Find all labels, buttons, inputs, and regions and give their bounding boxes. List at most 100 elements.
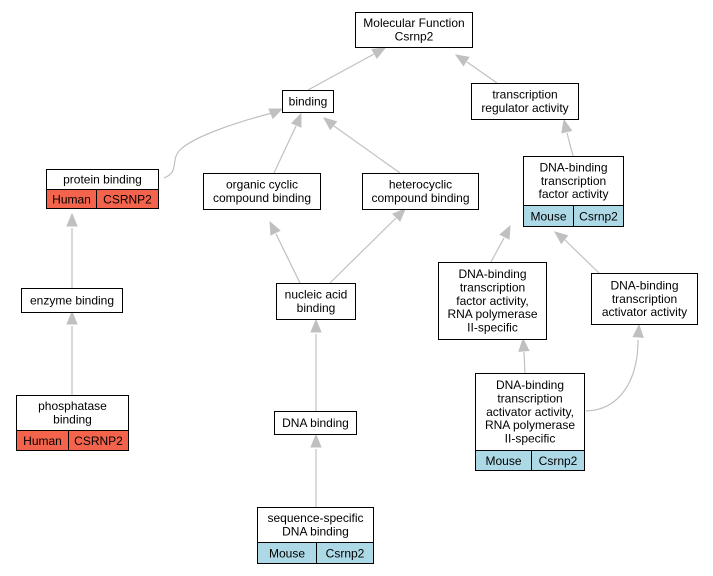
edge-arrow [561,118,574,157]
node-box [362,173,479,210]
node-eb: enzyme binding [21,288,123,313]
species-tag [46,189,159,209]
node-label-line: activator activity [602,305,687,319]
edge-arrow [329,208,406,284]
node-label-line: nucleic acid [285,288,348,302]
node-label-line: RNA polymerase [447,307,537,321]
node-label-line: transcription [541,174,606,188]
edge-arrow [307,47,387,91]
node-label-line: DNA-binding [496,378,564,392]
species-tag [475,450,585,471]
node-box [591,273,698,325]
species-tag [257,542,374,564]
node-label-line: compound binding [213,191,311,205]
gene-label: Csrnp2 [539,454,578,468]
edge-line [564,239,600,274]
species-label: Mouse [485,454,521,468]
edge-arrow [454,54,498,84]
arrowhead [66,212,78,227]
edge-line [273,125,297,174]
node-label-line: regulator activity [481,101,568,115]
edge-line [490,237,505,263]
arrowhead [632,323,644,338]
edge-arrow [490,224,511,263]
node-label-line: DNA-binding [610,278,678,292]
node-label-line: DNA binding [282,525,349,539]
node-box [475,373,585,451]
node-label-line: RNA polymerase [485,418,575,432]
arrowhead [290,112,302,128]
arrowhead [499,224,511,240]
edge-arrow [310,318,322,411]
node-label-line: factor activity, [456,294,528,308]
edge-arrow [163,108,284,179]
node-box [203,173,321,210]
edge-arrow [66,310,78,395]
edge-arrow [273,112,302,174]
node-label-line: II-specific [467,321,518,335]
arrowhead [269,220,281,236]
edge-line [275,233,301,284]
node-box [523,156,624,206]
edge-line [466,61,498,84]
edges [66,47,644,507]
node-label-line: enzyme binding [30,293,114,307]
edge-arrow [310,433,322,507]
node-box [276,283,356,320]
species-label: Mouse [530,209,566,223]
node-label-line: factor activity [538,187,608,201]
arrowhead [518,337,530,352]
node-label-line: binding [297,301,336,315]
node-box [21,288,123,313]
species-label: Human [52,192,91,206]
arrowhead [322,117,338,131]
arrowhead [268,108,284,120]
arrowhead [371,47,387,60]
species-tag [16,430,129,451]
arrowhead [66,310,78,325]
edge-line [585,339,639,412]
edge-line [163,112,273,179]
node-box [274,411,357,435]
node-label-line: DNA binding [282,416,349,430]
arrowhead [392,208,406,222]
species-label: Human [23,434,62,448]
node-label-line: activator activity, [486,405,574,419]
arrowhead [454,54,470,67]
node-binding: binding [282,90,334,113]
node-box [282,90,334,113]
species-label: Mouse [269,546,305,560]
node-label-line: transcription [492,88,557,102]
node-label-line: protein binding [63,172,142,186]
arrowhead [310,318,322,333]
node-label-line: heterocyclic [389,178,452,192]
node-box [355,12,473,48]
arrowhead [553,231,569,245]
edge-arrow [518,337,530,374]
node-dnab: DNA binding [274,411,357,435]
gene-label: CSRNP2 [74,434,123,448]
node-label-line: binding [289,94,328,108]
node-label-line: II-specific [505,432,556,446]
node-label-line: DNA-binding [458,267,526,281]
node-label-line: phosphatase [38,399,107,413]
node-box [438,262,547,340]
node-label-line: Molecular Function [363,16,464,30]
edge-line [307,53,375,91]
node-label-line: binding [53,413,92,427]
node-label-line: sequence-specific [267,511,363,525]
gene-label: Csrnp2 [326,546,365,560]
edge-arrow [553,231,600,274]
